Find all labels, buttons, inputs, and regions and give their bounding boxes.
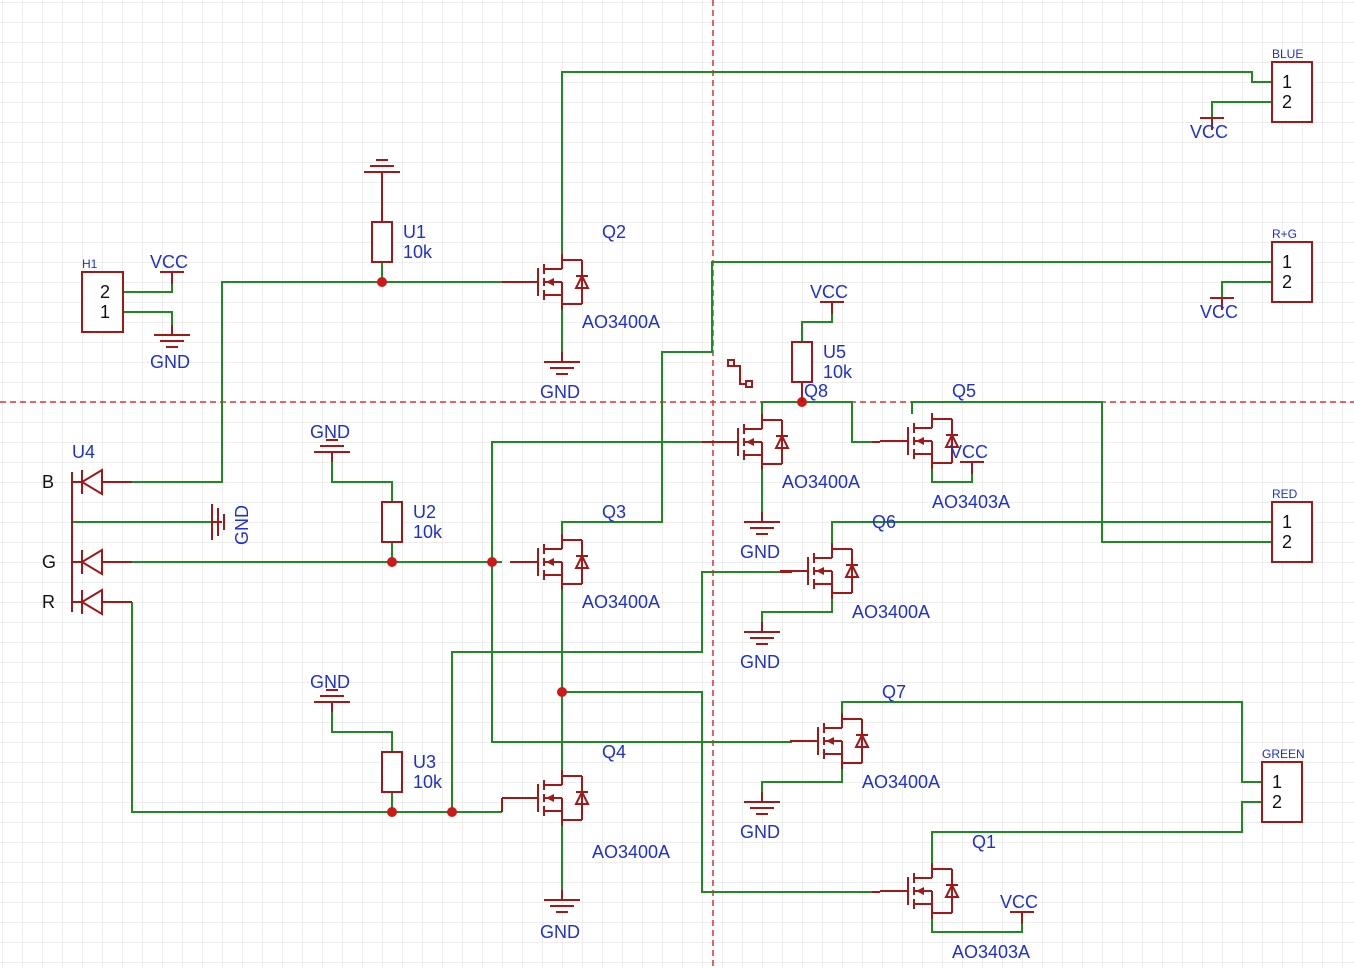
mosfet-q1-ref: Q1 <box>972 832 996 852</box>
connector-red[interactable]: RED 1 2 <box>1271 487 1313 563</box>
header-h1-pin1: 1 <box>100 302 110 322</box>
mosfet-q6[interactable]: Q6 AO3400A GND <box>740 512 930 672</box>
vcc-label-q1: VCC <box>1000 892 1038 912</box>
mosfet-q7[interactable]: Q7 AO3400A GND <box>740 682 940 842</box>
mosfet-q1[interactable]: Q1 AO3403A VCC <box>872 832 1038 962</box>
connector-rg[interactable]: R+G 1 2 VCC <box>1200 227 1313 322</box>
vcc-label-blue: VCC <box>1190 122 1228 142</box>
connector-rg-pin1: 1 <box>1282 252 1292 272</box>
mosfet-q7-ref: Q7 <box>882 682 906 702</box>
mosfet-q3[interactable]: Q3 AO3400A <box>509 502 660 612</box>
mosfet-q2-part: AO3400A <box>582 312 660 332</box>
connector-green-pin1: 1 <box>1272 772 1282 792</box>
mosfet-q4[interactable]: Q4 AO3400A GND <box>501 742 670 942</box>
mosfet-q8-part: AO3400A <box>782 472 860 492</box>
resistor-u5-value: 10k <box>823 362 853 382</box>
resistor-u5-ref: U5 <box>823 342 846 362</box>
connector-blue[interactable]: BLUE 1 2 VCC <box>1190 47 1313 142</box>
mosfet-q7-part: AO3400A <box>862 772 940 792</box>
gnd-label-u2: GND <box>310 422 350 442</box>
mosfet-q8[interactable]: Q8 AO3400A GND <box>702 381 860 562</box>
connector-red-name: RED <box>1272 487 1298 501</box>
connector-red-pin2: 2 <box>1282 532 1292 552</box>
mosfet-q5-ref: Q5 <box>952 381 976 401</box>
resistor-u3-value: 10k <box>413 772 443 792</box>
header-h1[interactable]: H1 2 1 VCC GND <box>81 252 191 372</box>
rgb-led-r-label: R <box>42 592 55 612</box>
connector-green-name: GREEN <box>1262 747 1305 761</box>
gnd-label-q2: GND <box>540 382 580 402</box>
mosfet-q2-ref: Q2 <box>602 222 626 242</box>
resistor-u1-ref: U1 <box>403 222 426 242</box>
resistor-u2-value: 10k <box>413 522 443 542</box>
connector-rg-name: R+G <box>1272 227 1297 241</box>
connector-blue-pin1: 1 <box>1282 72 1292 92</box>
connector-blue-pin2: 2 <box>1282 92 1292 112</box>
mosfet-q6-part: AO3400A <box>852 602 930 622</box>
gnd-label-u3: GND <box>310 672 350 692</box>
mosfet-q2[interactable]: Q2 AO3400A GND <box>502 222 660 402</box>
mosfet-q8-ref: Q8 <box>804 381 828 401</box>
connector-green[interactable]: GREEN 1 2 <box>1261 747 1305 823</box>
vcc-label-u5: VCC <box>810 282 848 302</box>
vcc-label-h1: VCC <box>150 252 188 272</box>
resistor-u3[interactable]: GND U3 10k <box>310 672 443 793</box>
mosfet-q3-ref: Q3 <box>602 502 626 522</box>
mosfet-q3-part: AO3400A <box>582 592 660 612</box>
mosfet-q5-part: AO3403A <box>932 492 1010 512</box>
gnd-label-q8: GND <box>740 542 780 562</box>
connector-blue-name: BLUE <box>1272 47 1303 61</box>
connector-rg-pin2: 2 <box>1282 272 1292 292</box>
mosfet-q1-part: AO3403A <box>952 942 1030 962</box>
gnd-label-q4: GND <box>540 922 580 942</box>
rgb-led-g-label: G <box>42 552 56 572</box>
probe-marker <box>727 359 753 388</box>
led-common-gnd: GND <box>211 504 252 545</box>
rgb-led-b-label: B <box>42 472 54 492</box>
gnd-label-h1: GND <box>150 352 190 372</box>
mosfet-q4-part: AO3400A <box>592 842 670 862</box>
junctions <box>377 277 807 817</box>
gnd-label-q6: GND <box>740 652 780 672</box>
gnd-label-led: GND <box>232 505 252 545</box>
resistor-u1-value: 10k <box>403 242 433 262</box>
mosfet-q4-ref: Q4 <box>602 742 626 762</box>
mosfet-q6-ref: Q6 <box>872 512 896 532</box>
resistor-u5[interactable]: U5 10k VCC <box>791 282 853 402</box>
wires <box>72 71 1272 933</box>
resistor-u1[interactable]: U1 10k <box>363 159 433 263</box>
resistor-u2[interactable]: GND U2 10k <box>310 422 443 543</box>
connector-green-pin2: 2 <box>1272 792 1282 812</box>
resistor-u3-ref: U3 <box>413 752 436 772</box>
resistor-u2-ref: U2 <box>413 502 436 522</box>
connector-red-pin1: 1 <box>1282 512 1292 532</box>
gnd-label-q7: GND <box>740 822 780 842</box>
mosfet-q5[interactable]: Q5 AO3403A VCC <box>872 381 1010 512</box>
header-h1-pin2: 2 <box>100 282 110 302</box>
rgb-led-u4-ref: U4 <box>72 442 95 462</box>
header-h1-ref: H1 <box>82 257 98 271</box>
vcc-label-rg: VCC <box>1200 302 1238 322</box>
rgb-led-u4[interactable]: U4 B G R <box>42 442 132 616</box>
vcc-label-q5: VCC <box>950 442 988 462</box>
